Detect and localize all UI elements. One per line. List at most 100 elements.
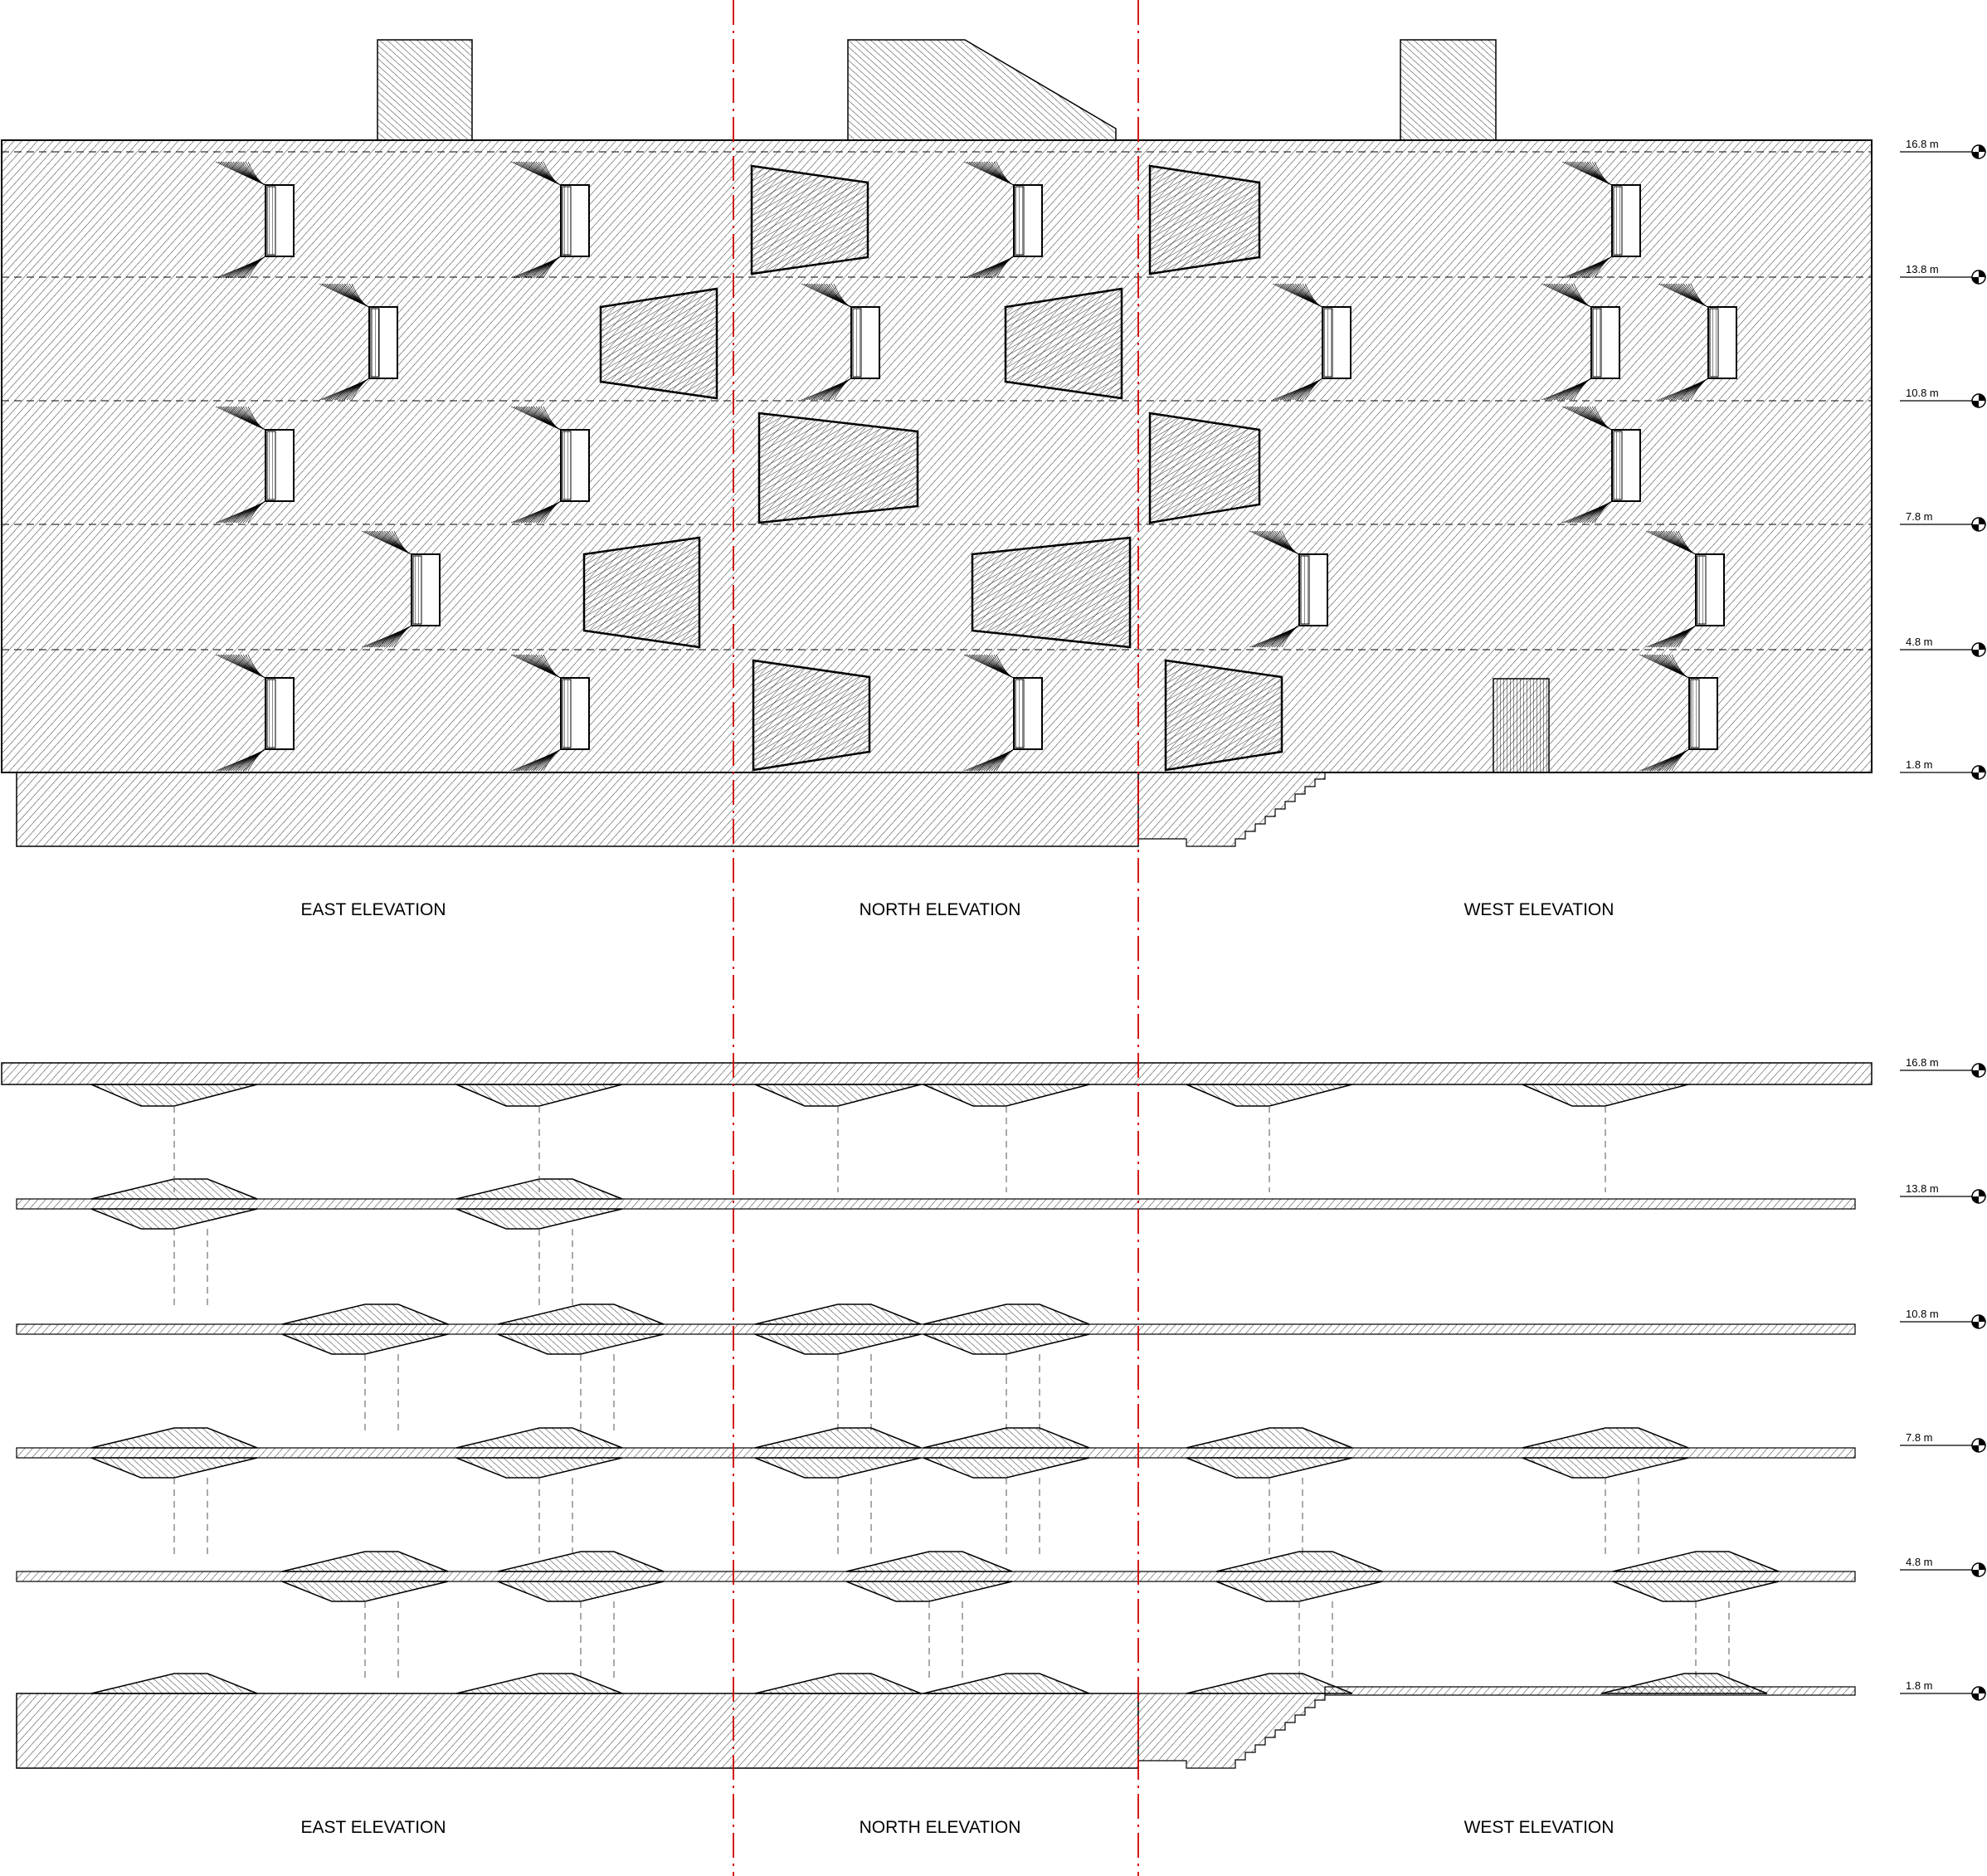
reveal-bump xyxy=(754,1457,922,1479)
level-markers: 16.8 m 13.8 m 10.8 m 7.8 m 4.8 m 1.8 m xyxy=(1900,138,1986,780)
reveal-bump xyxy=(455,1084,623,1107)
window-flare xyxy=(215,406,266,524)
reveal-bump xyxy=(90,1427,258,1449)
reveal-bump xyxy=(1186,1084,1353,1107)
wide-window xyxy=(750,164,869,275)
reveal-bump xyxy=(1522,1457,1689,1479)
roof-chimney-east xyxy=(377,39,473,141)
level-marker: 13.8 m xyxy=(1900,263,1986,285)
facade-body xyxy=(1,139,1873,773)
reveal-bump xyxy=(754,1333,922,1355)
facade-plinth xyxy=(16,772,1139,847)
window-flare xyxy=(319,283,370,401)
window-flare xyxy=(215,161,266,279)
level-marker: 1.8 m xyxy=(1900,758,1986,780)
window-flare xyxy=(1561,161,1613,279)
entrance-door xyxy=(1493,678,1550,773)
level-label: 16.8 m xyxy=(1906,1056,1939,1069)
upper-elevation: 16.8 m 13.8 m 10.8 m 7.8 m 4.8 m 1.8 m EAST E… xyxy=(1,39,1986,919)
reveal-bump xyxy=(455,1673,623,1694)
label-north-elevation-lower: NORTH ELEVATION xyxy=(860,1818,1021,1837)
level-label: 13.8 m xyxy=(1906,1182,1939,1195)
wide-window xyxy=(582,536,701,649)
window-flare xyxy=(963,654,1015,772)
reveal-bump xyxy=(281,1333,449,1355)
wide-window xyxy=(1148,412,1261,524)
level-marker: 1.8 m xyxy=(1900,1679,1986,1701)
wide-window xyxy=(599,287,718,400)
reveal-bump xyxy=(90,1084,258,1107)
base-stair xyxy=(1138,1693,1326,1769)
reveal-bump xyxy=(923,1333,1090,1355)
reveal-bump xyxy=(497,1581,665,1602)
reveal-bump xyxy=(281,1551,449,1572)
window-flare xyxy=(510,654,562,772)
reveal-bump xyxy=(281,1581,449,1602)
label-east-elevation-lower: EAST ELEVATION xyxy=(300,1818,446,1837)
wide-window xyxy=(757,412,919,524)
label-west-elevation-lower: WEST ELEVATION xyxy=(1464,1818,1614,1837)
level-label: 13.8 m xyxy=(1906,263,1939,275)
reveal-bump xyxy=(1186,1457,1353,1479)
window-flare xyxy=(1249,530,1300,648)
reveal-bump xyxy=(90,1673,258,1694)
reveal-bump xyxy=(754,1673,922,1694)
base-block xyxy=(16,1693,1139,1769)
level-marker: 16.8 m xyxy=(1900,1056,1986,1078)
label-east-elevation: EAST ELEVATION xyxy=(300,900,446,919)
reveal-bump xyxy=(923,1427,1090,1449)
reveal-bump xyxy=(754,1427,922,1449)
window-flare xyxy=(801,283,852,401)
window-flare xyxy=(510,406,562,524)
roof-structure-north xyxy=(847,39,1117,141)
level-marker: 10.8 m xyxy=(1900,387,1986,408)
reveal-bump xyxy=(1522,1084,1689,1107)
level-marker: 7.8 m xyxy=(1900,510,1986,532)
wide-window xyxy=(752,659,871,772)
ground-slab-west xyxy=(1324,1686,1856,1696)
level-marker: 7.8 m xyxy=(1900,1431,1986,1453)
window-flare xyxy=(361,530,412,648)
floor-slab xyxy=(16,1447,1856,1459)
reveal-bump xyxy=(455,1208,623,1230)
level-label: 4.8 m xyxy=(1906,636,1933,648)
window-flare xyxy=(1561,406,1613,524)
reveal-bump xyxy=(845,1581,1013,1602)
level-label: 10.8 m xyxy=(1906,1308,1939,1320)
floor-slab xyxy=(16,1198,1856,1210)
floor-lines xyxy=(2,151,1872,651)
reveal-bump xyxy=(754,1084,922,1107)
reveal-bump xyxy=(923,1084,1090,1107)
wide-window xyxy=(1148,164,1261,275)
reveal-bump xyxy=(90,1208,258,1230)
reveal-bump xyxy=(1186,1427,1353,1449)
reveal-bump xyxy=(923,1673,1090,1694)
label-west-elevation: WEST ELEVATION xyxy=(1464,900,1614,919)
reveal-bump xyxy=(1612,1581,1780,1602)
level-label: 7.8 m xyxy=(1906,510,1933,523)
level-marker: 13.8 m xyxy=(1900,1182,1986,1204)
wide-window xyxy=(1164,659,1283,772)
facade-windows xyxy=(215,161,1737,773)
level-label: 16.8 m xyxy=(1906,138,1939,150)
reveal-bump xyxy=(845,1551,1013,1572)
reveal-bump xyxy=(90,1457,258,1479)
level-marker: 4.8 m xyxy=(1900,1556,1986,1577)
level-label: 4.8 m xyxy=(1906,1556,1933,1568)
window-flare xyxy=(1272,283,1323,401)
reveal-bump xyxy=(497,1333,665,1355)
roof-chimney-west xyxy=(1400,39,1497,141)
level-label: 1.8 m xyxy=(1906,1679,1933,1692)
roof-slab xyxy=(1,1062,1873,1085)
reveal-bump xyxy=(497,1551,665,1572)
reveal-bump xyxy=(923,1457,1090,1479)
plinth-stair xyxy=(1138,772,1326,847)
level-label: 1.8 m xyxy=(1906,758,1933,771)
reveal-bump xyxy=(1522,1427,1689,1449)
reveal-bump xyxy=(497,1303,665,1325)
section-lines xyxy=(733,0,1139,1876)
label-north-elevation: NORTH ELEVATION xyxy=(860,900,1021,919)
reveal-bump xyxy=(1612,1551,1780,1572)
floor-slab xyxy=(16,1323,1856,1335)
